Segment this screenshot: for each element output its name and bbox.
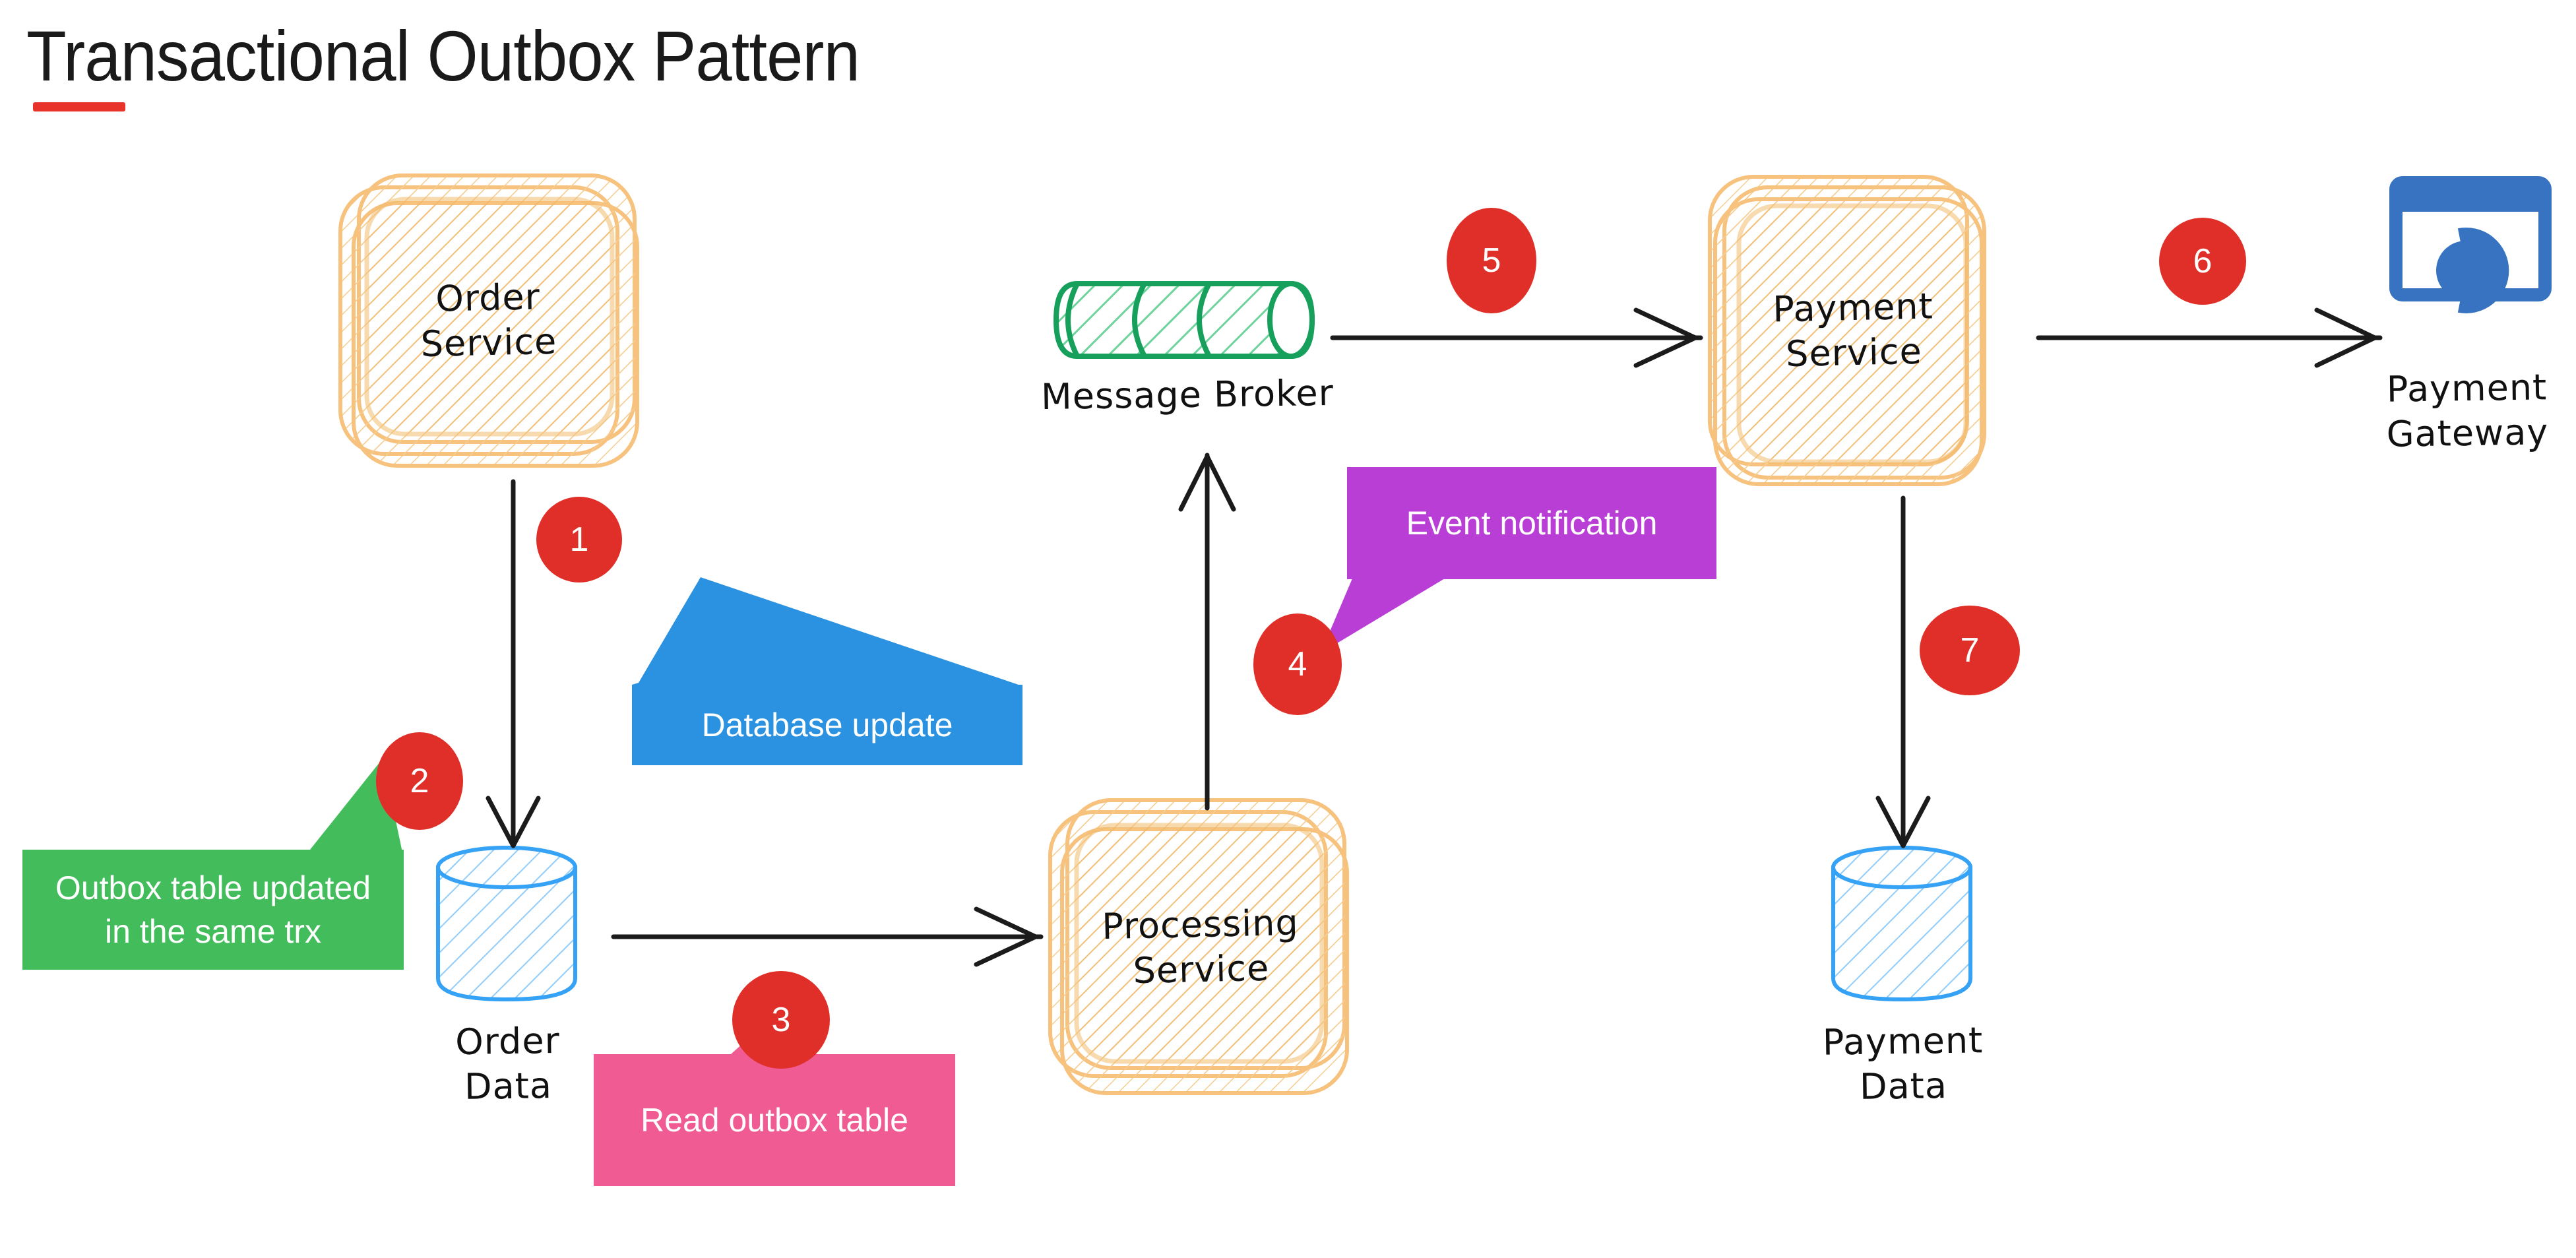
page-title: Transactional Outbox Pattern <box>26 16 860 96</box>
callout-event-notification-text: Event notification <box>1406 505 1658 542</box>
callout-database-update[interactable]: Database update <box>613 577 1022 765</box>
message-broker-queue <box>1053 281 1315 359</box>
payment-gateway-label: Payment Gateway <box>2386 366 2549 455</box>
title-block: Transactional Outbox Pattern <box>26 16 932 112</box>
step-badge-7[interactable]: 7 <box>1920 606 2020 695</box>
step-badge-3[interactable]: 3 <box>732 971 830 1069</box>
node-message-broker[interactable] <box>1046 277 1323 363</box>
node-payment-gateway[interactable] <box>2388 175 2553 327</box>
node-payment-service[interactable]: Payment Service <box>1695 165 2012 495</box>
callout-event-notification-shape <box>1321 467 1716 653</box>
step-badge-6[interactable]: 6 <box>2159 218 2246 305</box>
callout-read-outbox[interactable]: Read outbox table <box>594 1013 963 1258</box>
callout-outbox-updated[interactable]: Outbox table updated in the same trx <box>13 759 416 970</box>
payment-data-label: Payment Data <box>1822 1019 1984 1108</box>
callout-outbox-updated-text: Outbox table updated in the same trx <box>55 869 371 950</box>
step-badge-5[interactable]: 5 <box>1447 208 1536 313</box>
callout-database-update-text: Database update <box>701 707 953 743</box>
order-service-shape <box>338 173 639 468</box>
callout-read-outbox-shape <box>594 1013 955 1186</box>
node-order-service[interactable]: Order Service <box>323 165 653 475</box>
node-order-data[interactable] <box>429 841 587 1006</box>
callout-event-notification[interactable]: Event notification <box>1321 462 1755 653</box>
order-data-label: Order Data <box>455 1019 561 1108</box>
callout-read-outbox-text: Read outbox table <box>641 1102 908 1139</box>
node-payment-data[interactable] <box>1824 841 1982 1006</box>
processing-service-shape <box>1048 798 1349 1095</box>
step-badge-4[interactable]: 4 <box>1253 613 1342 715</box>
callout-database-update-shape <box>632 577 1022 765</box>
order-data-cylinder <box>436 846 577 1002</box>
node-processing-service[interactable]: Processing Service <box>1036 788 1366 1105</box>
callout-outbox-updated-shape <box>22 759 404 970</box>
step-badge-1[interactable]: 1 <box>536 497 622 582</box>
payment-service-shape <box>1708 175 1986 486</box>
title-underline-accent <box>33 102 125 112</box>
step-badge-2[interactable]: 2 <box>376 732 463 830</box>
payment-data-cylinder <box>1831 846 1972 1002</box>
message-broker-label: Message Broker <box>1040 371 1335 418</box>
payment-gateway-icon <box>2389 176 2552 313</box>
